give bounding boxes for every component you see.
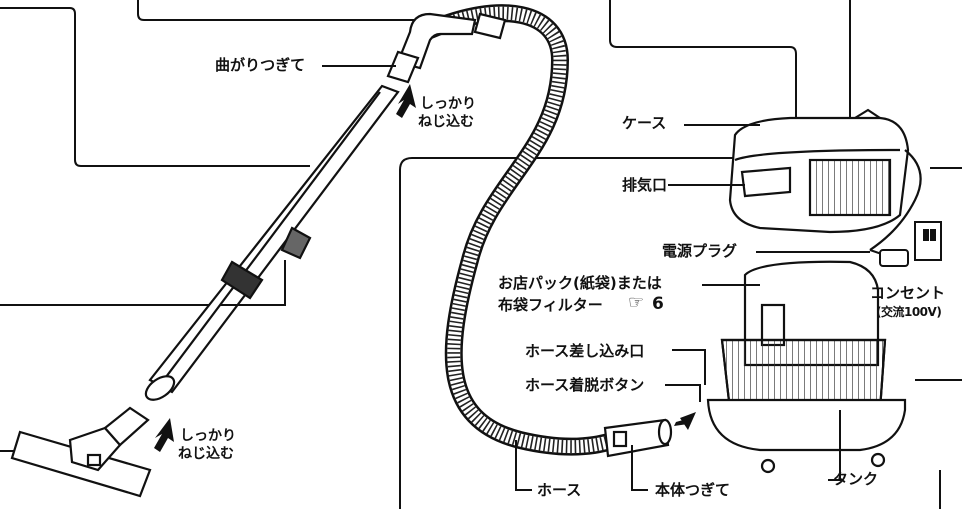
leader-lines [220,65,870,491]
up-arrow-icon [154,84,696,452]
label-twist-bottom-line1: しっかり [180,428,236,444]
hose-body-joint [603,418,673,458]
label-power-plug: 電源プラグ [662,242,738,260]
label-dust-bag-line2: 布袋フィルター [498,296,603,314]
label-page-ref: 6 [652,294,664,314]
label-body-joint: 本体つぎて [655,481,731,499]
vacuum-case [728,108,922,251]
vacuum-tank [706,260,907,474]
label-exhaust: 排気口 [622,176,668,194]
label-hose-release: ホース着脱ボタン [525,376,645,394]
label-dust-bag-line1: お店パック(紙袋)または [498,274,662,292]
label-tank: タンク [833,470,879,488]
label-twist-top-line1: しっかり [420,96,476,112]
label-twist-top-line2: ねじ込む [418,114,474,130]
hose [421,4,624,456]
label-outlet-voltage: (交流100V) [876,305,942,319]
label-hose: ホース [537,481,582,499]
label-twist-bottom-line2: ねじ込む [178,446,234,462]
label-hose-inlet: ホース差し込み口 [525,342,645,360]
power-plug-outlet [869,221,942,267]
label-outlet: コンセント [870,284,946,302]
floor-nozzle [10,406,152,498]
label-case: ケース [622,114,667,132]
label-elbow-joint: 曲がりつぎて [215,56,306,74]
wand-tube [144,84,400,401]
pointing-hand-icon: ☞ [628,292,645,313]
elbow-joint-part [386,12,507,84]
